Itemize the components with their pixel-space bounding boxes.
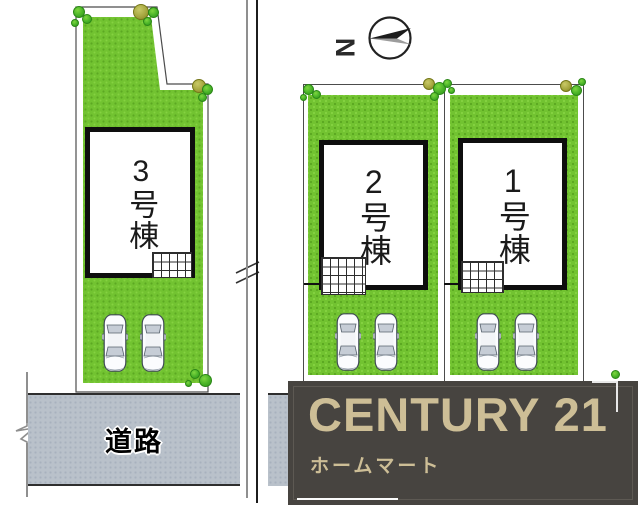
banner-inset-border [293, 386, 633, 500]
tree-icon [199, 374, 212, 387]
tree-icon [300, 94, 307, 101]
building-3-label: 3号棟 [124, 154, 158, 251]
road-label: 道路 [105, 427, 163, 457]
north-arrow-icon [368, 16, 412, 60]
compass-north-label: N [330, 37, 361, 58]
building-2-label: 2号棟 [355, 163, 392, 267]
tree-icon [611, 370, 620, 379]
porch-grid-3 [152, 252, 192, 278]
tree-icon [82, 14, 92, 24]
tree-icon [571, 85, 582, 96]
brand-name: CENTURY 21 [308, 388, 608, 441]
car-icon [475, 313, 501, 371]
car-icon [102, 314, 128, 372]
banner-corner-accent [592, 381, 618, 412]
fence-line [304, 283, 321, 285]
tree-icon [443, 79, 452, 88]
tree-icon [143, 17, 152, 26]
tree-icon [190, 369, 200, 379]
porch-grid-2 [321, 257, 366, 295]
boundary-line [246, 0, 248, 498]
banner-corner-accent [297, 498, 398, 500]
compass: N [330, 14, 426, 80]
tree-icon [148, 7, 159, 18]
fence-line [444, 283, 459, 285]
tree-icon [433, 82, 446, 95]
road-continuation [268, 393, 290, 486]
car-icon [513, 313, 539, 371]
tree-icon [202, 84, 213, 95]
tree-icon [303, 84, 314, 95]
boundary-break-mark [235, 271, 260, 284]
car-icon [335, 313, 361, 371]
boundary-break-mark [235, 261, 260, 274]
store-name: ホームマート [310, 456, 442, 477]
porch-grid-1 [461, 261, 504, 293]
tree-icon [312, 90, 321, 99]
tree-icon [448, 87, 455, 94]
road: 道路 [28, 393, 240, 486]
car-icon [373, 313, 399, 371]
car-icon [140, 314, 166, 372]
tree-icon [430, 92, 439, 101]
tree-icon [71, 19, 79, 27]
building-1-label: 1号棟 [494, 162, 531, 266]
boundary-line [256, 0, 258, 503]
tree-icon [578, 78, 586, 86]
tree-icon [185, 380, 192, 387]
brand-banner: CENTURY 21 ホームマート [288, 381, 638, 505]
tree-icon [198, 93, 207, 102]
